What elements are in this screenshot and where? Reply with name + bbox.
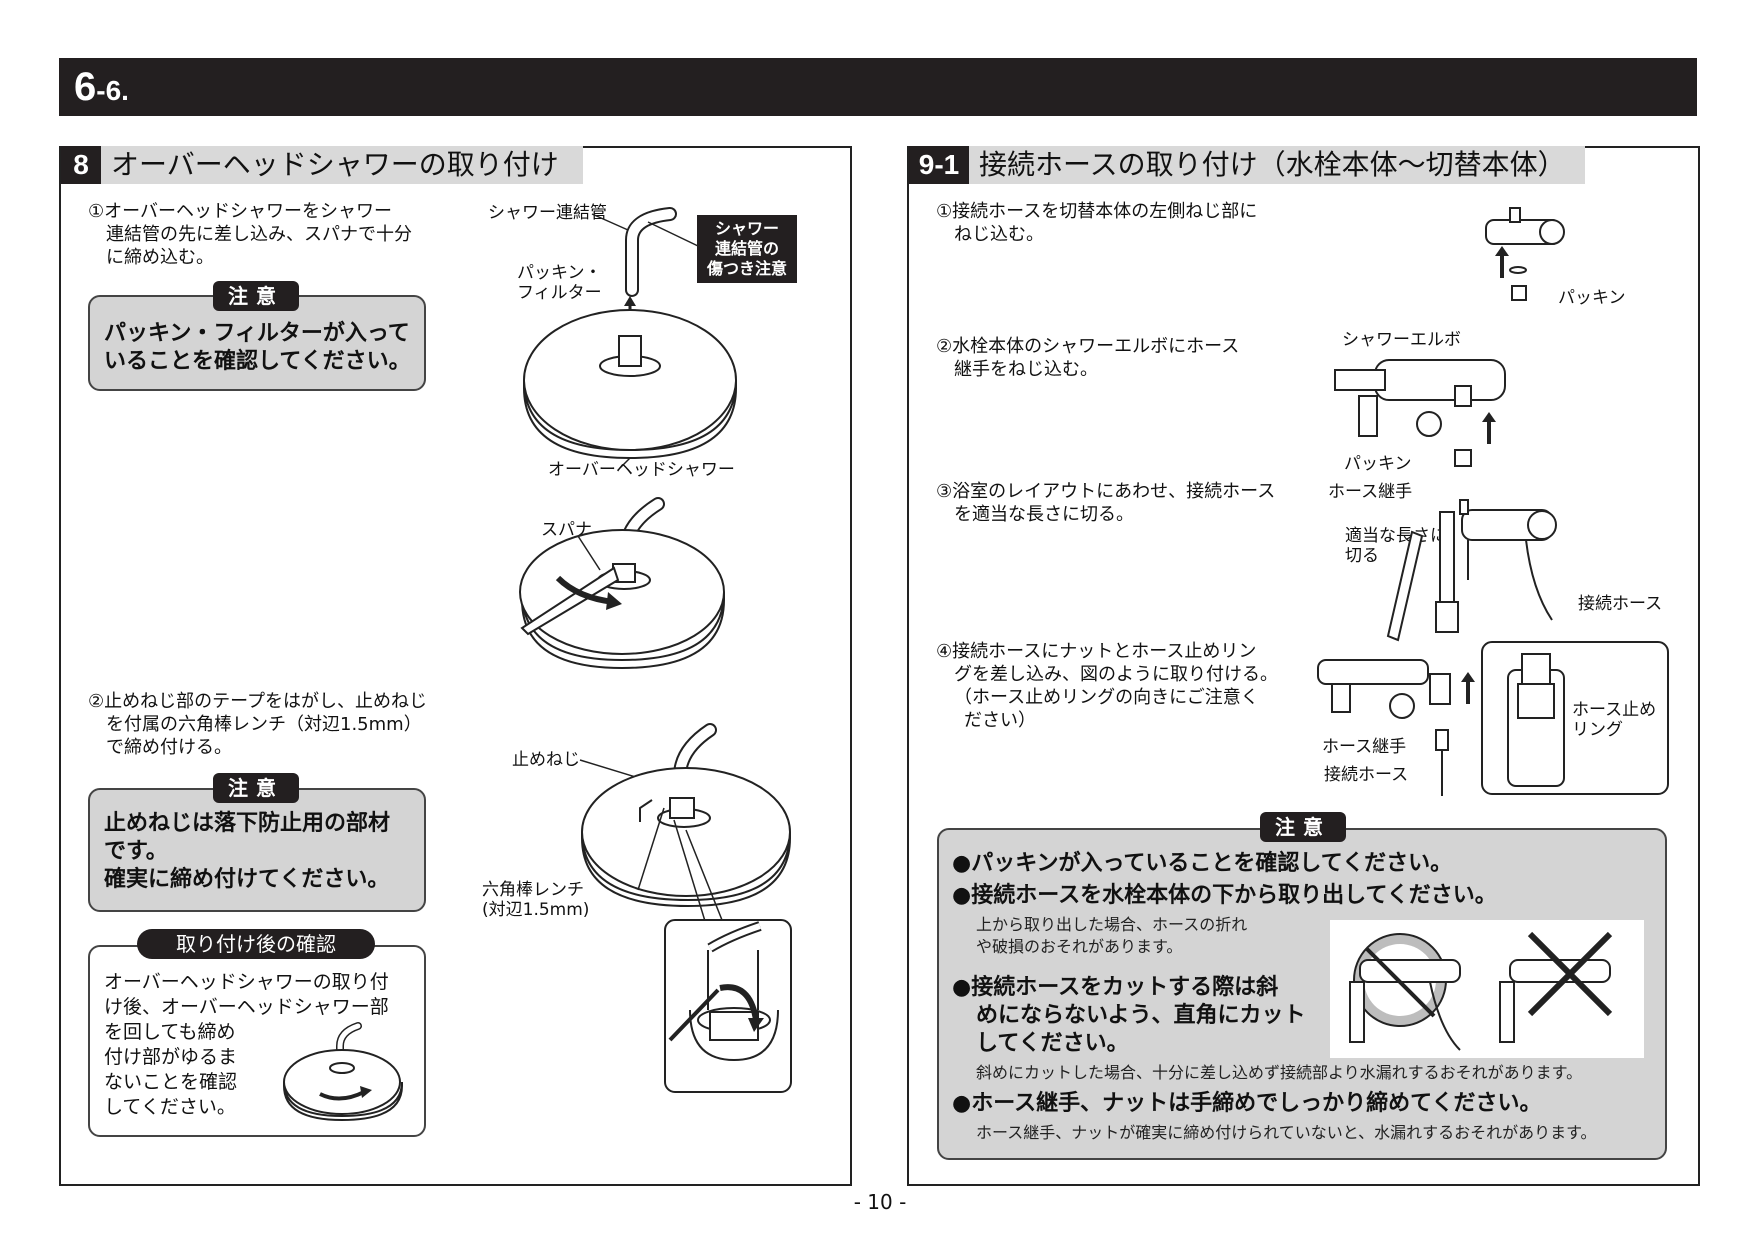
check-text: オーバーヘッドシャワーの取り付け後、オーバーヘッドシャワー部 を回しても締め付け… — [104, 971, 389, 1118]
label-hex-wrench: 六角棒レンチ(対辺1.5mm) — [482, 880, 590, 920]
section-number: 8 — [61, 146, 101, 184]
note-box-1 — [88, 295, 426, 391]
switch-body-illustration — [1485, 207, 1565, 301]
cut-hose-illustration — [1459, 499, 1557, 621]
right-step3: ③浴室のレイアウトにあわせ、接続ホースを適当な長さに切る。 — [936, 481, 1276, 525]
header-bar — [59, 58, 1697, 116]
label-shower-pipe: シャワー連結管 — [488, 203, 607, 223]
right-step4: ④接続ホースにナットとホース止めリングを差し込み、図のように取り付ける。 （ホー… — [936, 641, 1278, 731]
label-connect-hose2: 接続ホース — [1324, 765, 1409, 785]
note-text-1: パッキン・フィルターが入っていることを確認してください。 — [104, 321, 411, 374]
warning-tag: シャワー連結管の傷つき注意 — [697, 215, 797, 283]
right-step2: ②水栓本体のシャワーエルボにホース継手をねじ込む。 — [936, 336, 1240, 380]
caution-bullet-1: ●パッキンが入っていることを確認してください。 — [952, 851, 1453, 876]
hose-ring-illustration — [1317, 641, 1669, 796]
caution-bullet-3: ●接続ホースをカットする際は斜 めにならないよう、直角にカット してください。 — [952, 975, 1306, 1056]
label-hose-joint: ホース継手 — [1328, 482, 1413, 502]
section-9-1-title: 9-1 接続ホースの取り付け（水栓本体〜切替本体） — [909, 146, 1585, 184]
label-connect-hose: 接続ホース — [1578, 594, 1663, 614]
right-step1: ①接続ホースを切替本体の左側ねじ部にねじ込む。 — [936, 201, 1258, 245]
check-illustration — [283, 1022, 403, 1122]
knife-hose-illustration — [1386, 511, 1459, 642]
note-text-2: 止めねじは落下防止用の部材です。確実に締め付けてください。 — [104, 811, 391, 892]
chapter-number: 6-6. — [74, 65, 129, 109]
note-label-2: 注意 — [213, 773, 299, 803]
left-step2: ②止めねじ部のテープをはがし、止めねじ を付属の六角棒レンチ（対辺1.5mm） … — [88, 691, 428, 758]
label-shower-elbow: シャワーエルボ — [1342, 330, 1461, 350]
section-title-text: 接続ホースの取り付け（水栓本体〜切替本体） — [979, 148, 1566, 181]
left-step1: ①オーバーヘッドシャワーをシャワー 連結管の先に差し込み、スパナで十分 に締め込… — [88, 201, 412, 268]
label-overhead-shower: オーバーヘッドシャワー — [548, 460, 735, 480]
caution-bullet-2: ●接続ホースを水栓本体の下から取り出してください。 — [952, 883, 1497, 908]
caution-sub-2: 斜めにカットした場合、十分に差し込めず接続部より水漏れするおそれがあります。 — [976, 1063, 1583, 1082]
faucet-body-illustration — [1334, 359, 1506, 467]
section-8-title: 8 オーバーヘッドシャワーの取り付け — [61, 146, 583, 184]
note-label-1: 注意 — [213, 281, 299, 311]
label-packing-filter: パッキン・フィルター — [517, 263, 602, 303]
hose-direction-illustration — [1330, 920, 1644, 1058]
caution-sub-3: ホース継手、ナットが確実に締め付けられていないと、水漏れするおそれがあります。 — [976, 1123, 1597, 1142]
label-packing: パッキン — [1558, 288, 1626, 308]
caution-bullet-4: ●ホース継手、ナットは手締めでしっかり締めてください。 — [952, 1091, 1542, 1116]
label-hose-joint2: ホース継手 — [1322, 737, 1407, 757]
spanner-illustration — [519, 497, 725, 670]
section-number: 9-1 — [909, 146, 969, 184]
label-set-screw: 止めねじ — [512, 750, 580, 770]
page-number: - 10 - — [853, 1190, 907, 1214]
caution-label: 注意 — [1260, 812, 1346, 842]
set-screw-illustration — [579, 723, 792, 1093]
check-label: 取り付け後の確認 — [137, 929, 375, 959]
overhead-shower-illustration — [523, 207, 737, 469]
caution-sub-1: 上から取り出した場合、ホースの折れや破損のおそれがあります。 — [976, 915, 1248, 956]
section-title-text: オーバーヘッドシャワーの取り付け — [111, 148, 559, 181]
label-hose-ring: ホース止めリング — [1572, 700, 1657, 740]
label-packing2: パッキン — [1344, 454, 1412, 474]
